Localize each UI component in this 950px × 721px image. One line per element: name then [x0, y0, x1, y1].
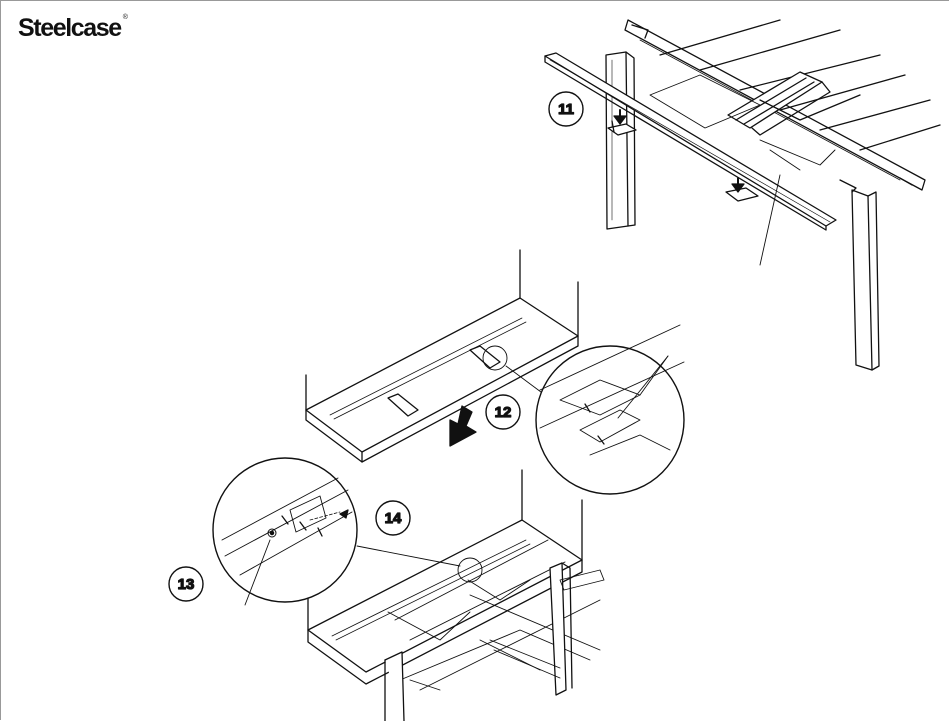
step-13-marker: 13 [169, 567, 203, 601]
detail-magnifier-right [536, 325, 684, 494]
step-14-label: 14 [385, 510, 402, 527]
step-12-label: 12 [495, 404, 512, 421]
right-leg [840, 180, 879, 370]
center-channel [728, 72, 860, 135]
step-13-label: 13 [178, 576, 195, 593]
frame-assembly-step-11 [545, 20, 940, 370]
step-11-marker: 11 [549, 92, 583, 126]
step-12-marker: 12 [486, 395, 520, 429]
left-leg [606, 52, 635, 229]
detail-magnifier-left [213, 458, 357, 605]
step-14-marker: 14 [376, 501, 410, 535]
step-11-label: 11 [558, 101, 574, 118]
